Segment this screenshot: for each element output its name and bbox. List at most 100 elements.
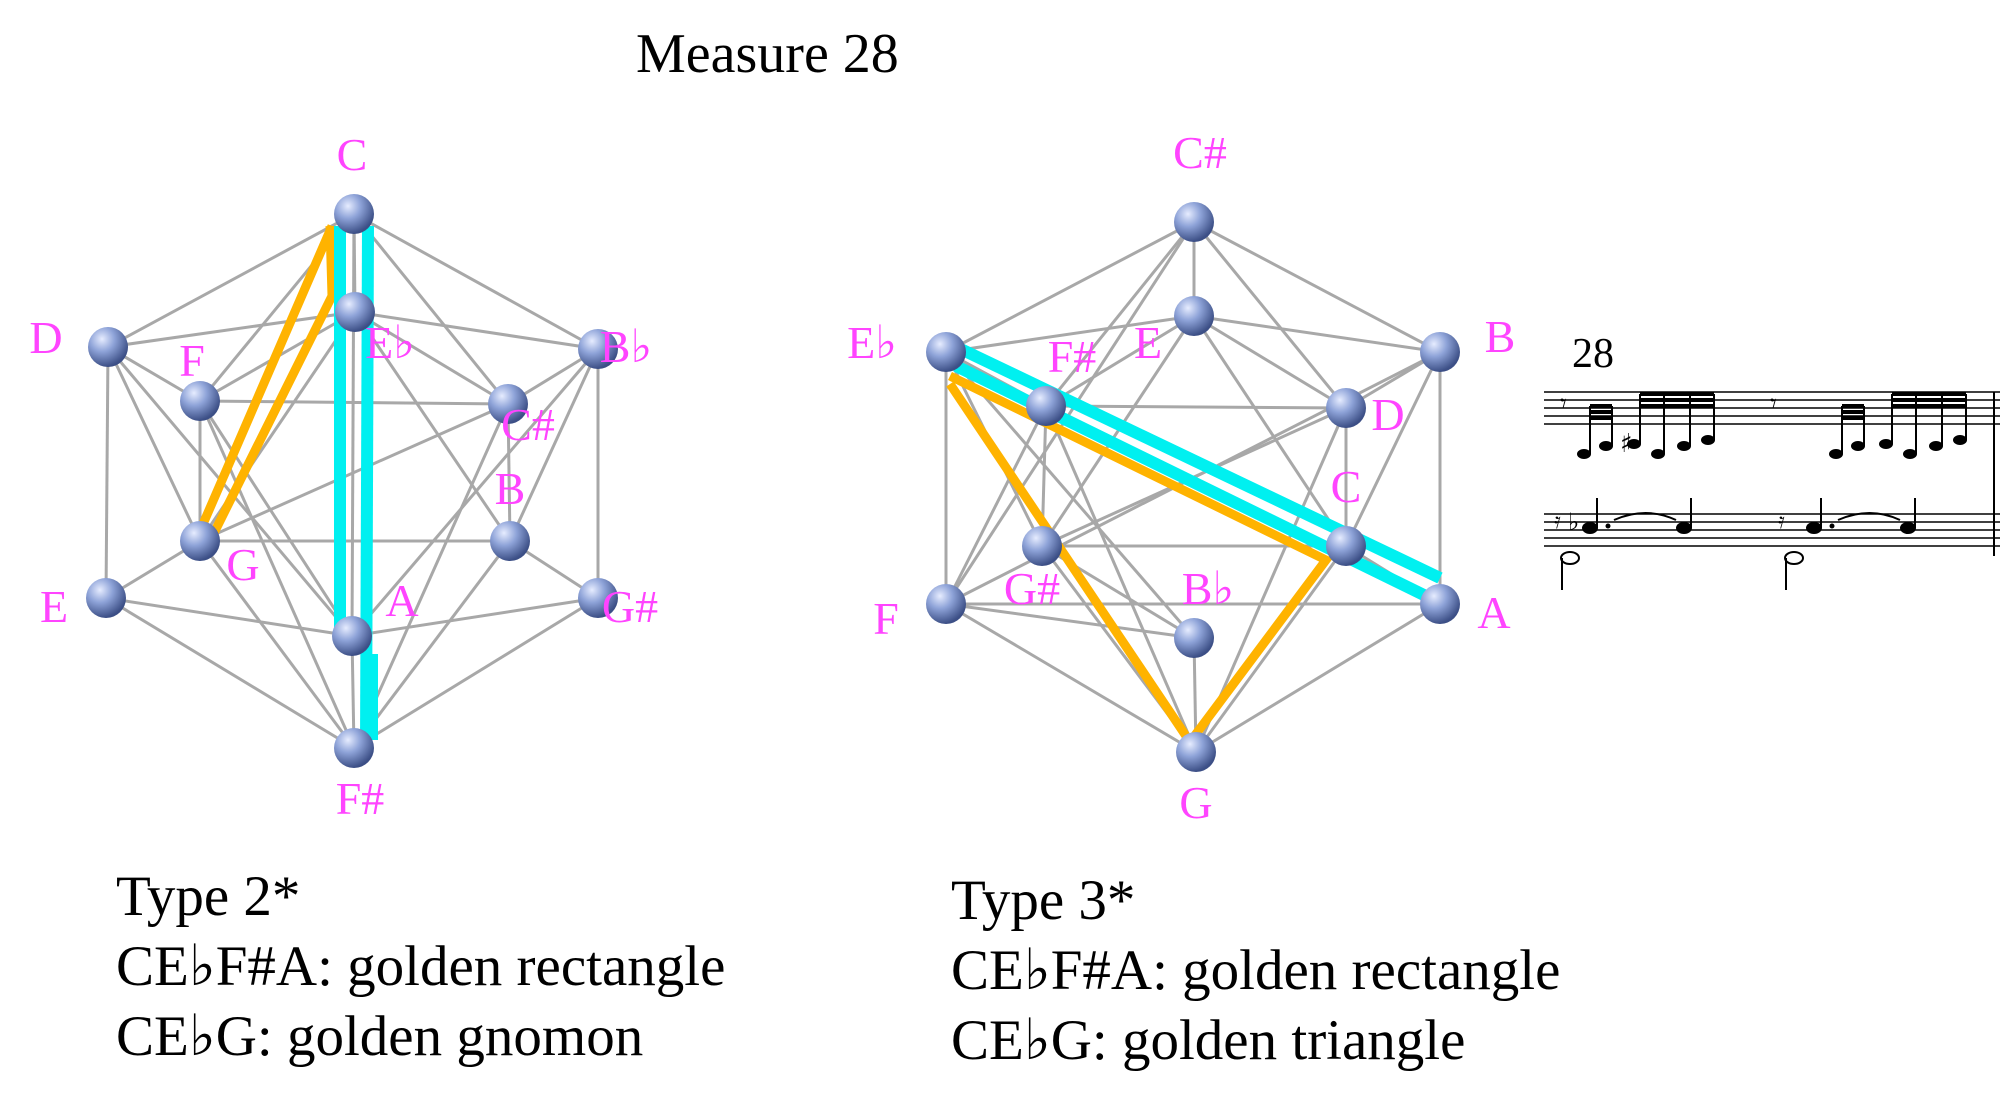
note-head — [1879, 439, 1893, 449]
right-node-d — [1326, 388, 1366, 428]
left-edge — [354, 310, 599, 351]
right-label-d: D — [1371, 389, 1404, 440]
left-edge — [350, 213, 356, 637]
note-head — [1676, 522, 1692, 534]
left-label-fsharp: F# — [336, 773, 385, 824]
right-edge — [945, 314, 1195, 354]
right-edge — [1192, 315, 1348, 547]
right-gold-shape — [946, 371, 1333, 750]
note-head — [1582, 522, 1598, 534]
note-head — [1851, 441, 1865, 451]
right-edge — [1193, 220, 1441, 354]
right-label-g: G — [1179, 777, 1212, 828]
tie — [1613, 512, 1677, 521]
right-label-fsharp: F# — [1048, 331, 1097, 382]
right-node-c — [1326, 526, 1366, 566]
left-label-d: D — [29, 312, 62, 363]
left-label-g: G — [226, 539, 259, 590]
left-edge — [352, 403, 510, 749]
tie — [1837, 512, 1901, 521]
right-edge — [945, 602, 1197, 754]
left-edge — [352, 213, 510, 405]
left-caption-type: Type 2* — [116, 865, 301, 928]
right-node-eb — [926, 332, 966, 372]
left-node-g — [180, 521, 220, 561]
left-label-f: F — [179, 335, 205, 386]
right-label-b: B — [1485, 311, 1516, 362]
right-label-f: F — [873, 593, 899, 644]
flat-sign: ♭ — [1568, 508, 1579, 536]
note-head — [1677, 441, 1691, 451]
left-node-fsharp — [334, 728, 374, 768]
left-edge — [506, 403, 512, 542]
right-label-e: E — [1134, 317, 1162, 368]
left-edge — [199, 399, 509, 406]
left-label-c: C — [337, 129, 368, 180]
right-node-bb — [1174, 618, 1214, 658]
right-caption-type: Type 3* — [951, 869, 1136, 932]
left-edge — [353, 311, 512, 542]
left-edge — [198, 400, 354, 637]
left-node-f — [180, 381, 220, 421]
right-label-gsharp: G# — [1004, 563, 1060, 614]
left-edge — [198, 540, 356, 749]
right-node-csharp — [1174, 202, 1214, 242]
sixteenth-rest: 𝄿 — [1554, 509, 1561, 534]
right-edge — [1045, 314, 1195, 408]
left-edge — [105, 596, 353, 638]
measure-number: 28 — [1572, 331, 1614, 377]
right-node-fsharp — [1026, 386, 1066, 426]
right-edge — [1040, 315, 1196, 547]
right-edge — [1194, 545, 1348, 753]
right-label-eb: E♭ — [847, 317, 897, 368]
left-edge — [198, 400, 356, 749]
note-head — [1900, 522, 1916, 534]
note-head — [1929, 441, 1943, 451]
left-node-csharp — [488, 384, 528, 424]
half-note-head — [1560, 551, 1580, 565]
left-caption: Type 2* CE♭F#A: golden rectangle CE♭G: g… — [116, 862, 725, 1072]
left-edge — [104, 346, 110, 599]
right-edge — [1044, 405, 1198, 753]
note-head — [1701, 435, 1715, 445]
right-node-gsharp — [1022, 526, 1062, 566]
right-edge — [1044, 221, 1196, 407]
left-node-bb — [578, 329, 618, 369]
left-caption-gnomon: CE♭G: golden gnomon — [116, 1005, 644, 1068]
left-edge — [350, 348, 600, 637]
sixteenth-rest: 𝄿 — [1778, 509, 1785, 534]
eighth-rest: 𝄾 — [1770, 389, 1777, 419]
note-head — [1829, 449, 1843, 459]
left-node-c — [334, 194, 374, 234]
note-head — [1903, 449, 1917, 459]
figure-title: Measure 28 — [636, 23, 899, 85]
left-edge — [107, 212, 355, 349]
left-node-gsharp — [578, 578, 618, 618]
note-head — [1627, 439, 1641, 449]
left-caption-rectangle: CE♭F#A: golden rectangle — [116, 935, 726, 998]
right-caption-rectangle: CE♭F#A: golden rectangle — [951, 939, 1561, 1002]
left-label-csharp: C# — [501, 399, 555, 450]
dot — [1829, 523, 1835, 529]
right-node-e — [1174, 296, 1214, 336]
left-edge — [353, 596, 599, 750]
left-label-e: E — [40, 581, 68, 632]
right-node-b — [1420, 332, 1460, 372]
note-head — [1577, 449, 1591, 459]
right-node-f — [926, 584, 966, 624]
right-node-g — [1176, 732, 1216, 772]
right-edge — [944, 405, 1048, 605]
note-head — [1953, 435, 1967, 445]
right-label-a: A — [1477, 587, 1510, 638]
left-node-b — [490, 521, 530, 561]
note-head — [1651, 449, 1665, 459]
right-edge — [945, 602, 1195, 640]
left-node-d — [88, 327, 128, 367]
sharp-sign: ♯ — [1620, 429, 1633, 459]
dot — [1605, 523, 1611, 529]
right-label-csharp: C# — [1173, 127, 1227, 178]
note-head — [1806, 522, 1822, 534]
right-edge — [1192, 221, 1348, 409]
